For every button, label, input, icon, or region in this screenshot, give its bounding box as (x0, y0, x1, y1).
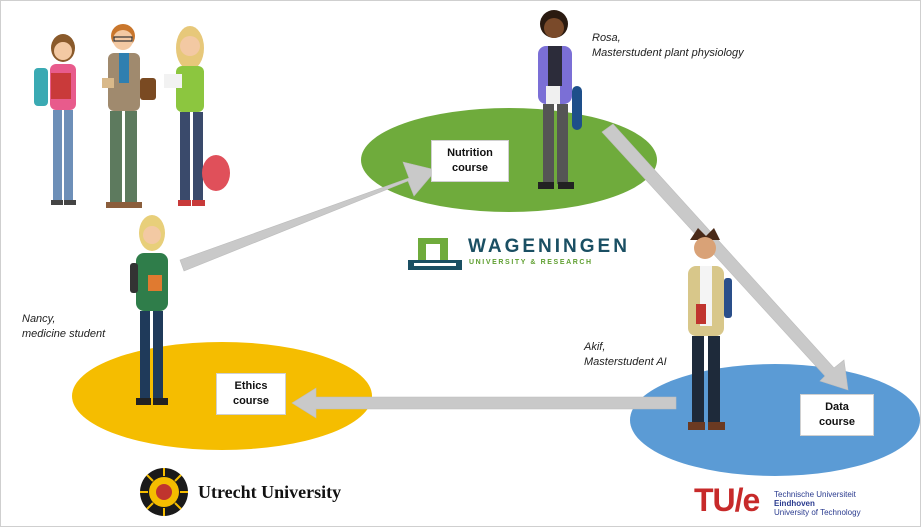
data-course-line1: Data (825, 401, 849, 413)
rosa-name: Rosa, (592, 32, 621, 44)
akif-figure (688, 228, 732, 430)
student-girl-left (34, 34, 76, 205)
utrecht-name: Utrecht University (198, 482, 342, 502)
wageningen-name: WAGENINGEN (468, 236, 630, 257)
arrow-to-data (601, 123, 849, 391)
student-group-illustration (34, 24, 230, 208)
akif-name: Akif, (584, 341, 606, 353)
rosa-role: Masterstudent plant physiology (592, 47, 744, 59)
nancy-name: Nancy, (22, 313, 56, 325)
ethics-course-line1: Ethics (234, 380, 268, 392)
nutrition-course-line1: Nutrition (447, 147, 493, 159)
wageningen-subtitle: UNIVERSITY & RESEARCH (469, 259, 593, 266)
tue-line3: University of Technology (774, 508, 861, 517)
tue-short-name: TU/e (694, 482, 760, 518)
akif-caption: Akif, Masterstudent AI (584, 340, 667, 370)
data-course-box: Data course (800, 394, 874, 436)
wageningen-emblem-icon (408, 238, 462, 270)
tue-logo: TU/e Technische Universiteit Eindhoven U… (694, 482, 904, 522)
nutrition-course-line2: course (451, 162, 489, 174)
nancy-figure (130, 215, 168, 405)
data-course-line2: course (818, 416, 856, 428)
utrecht-sun-emblem-icon (140, 468, 188, 516)
ethics-course-line2: course (232, 395, 270, 407)
nancy-caption: Nancy, medicine student (22, 312, 105, 342)
akif-role: Masterstudent AI (584, 356, 667, 368)
student-girl-right (164, 26, 230, 206)
arrow-to-nutrition (179, 161, 437, 272)
arrow-to-ethics (291, 387, 677, 419)
tue-line1: Technische Universiteit (774, 490, 856, 499)
rosa-figure (538, 10, 582, 189)
nutrition-ellipse (361, 108, 657, 212)
wageningen-logo: WAGENINGEN UNIVERSITY & RESEARCH (408, 236, 627, 276)
tue-line2: Eindhoven (774, 499, 815, 508)
nutrition-course-box: Nutrition course (431, 140, 509, 182)
utrecht-logo: Utrecht University (138, 464, 368, 520)
ethics-course-box: Ethics course (216, 373, 286, 415)
nancy-role: medicine student (22, 328, 106, 340)
data-ellipse (630, 364, 920, 476)
student-boy-middle (102, 24, 156, 208)
rosa-caption: Rosa, Masterstudent plant physiology (592, 31, 744, 61)
